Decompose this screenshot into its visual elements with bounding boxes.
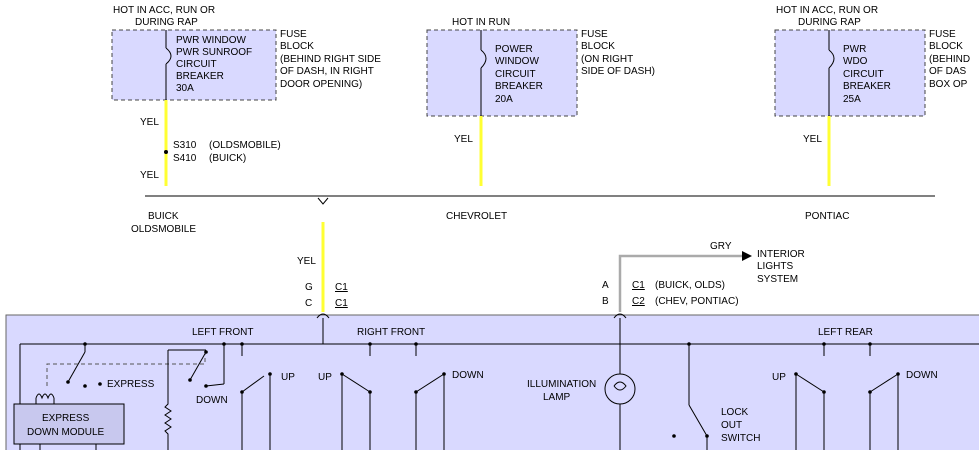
left-front-label: LEFT FRONT xyxy=(192,327,253,338)
interior-lights-line2: LIGHTS xyxy=(757,261,793,272)
left-connector: YEL G C1 C C1 xyxy=(297,222,348,312)
fuse2-breaker-line2: WINDOW xyxy=(495,56,539,67)
fuse3-breaker-line4: BREAKER xyxy=(843,81,891,92)
fuse3-location-line5: BOX OP xyxy=(929,79,968,90)
fuse2-breaker-line1: POWER xyxy=(495,44,533,55)
fuse1-breaker-line2: PWR SUNROOF xyxy=(176,47,252,58)
lockout-line3: SWITCH xyxy=(721,433,760,444)
fuse2-location-line1: FUSE xyxy=(581,29,608,40)
fuse2-location-line4: SIDE OF DASH) xyxy=(581,66,655,77)
fuse1-breaker-line4: BREAKER xyxy=(176,71,224,82)
pin-c: C xyxy=(305,298,312,309)
interior-lights-line3: SYSTEM xyxy=(757,274,798,285)
splice-dot xyxy=(164,150,168,154)
right-front-down-label: DOWN xyxy=(452,370,484,381)
pin-c-conn: C1 xyxy=(335,298,348,309)
right-front-up-label: UP xyxy=(318,372,332,383)
left-front-up-label: UP xyxy=(281,372,295,383)
left-rear-up-label: UP xyxy=(772,372,786,383)
fuse3-box xyxy=(774,29,926,117)
fuse-block-1: HOT IN ACC, RUN OR DURING RAP PWR WINDOW… xyxy=(111,5,381,186)
vehicle-pontiac: PONTIAC xyxy=(805,211,849,222)
fuse-block-3: HOT IN ACC, RUN OR DURING RAP PWR WDO CI… xyxy=(774,5,970,186)
fuse3-wire-color: YEL xyxy=(803,134,822,145)
fuse3-power-line1: HOT IN ACC, RUN OR xyxy=(776,5,878,16)
fuse1-box xyxy=(111,29,277,101)
interior-lights-line1: INTERIOR xyxy=(757,249,805,260)
fuse1-power-line1: HOT IN ACC, RUN OR xyxy=(113,5,215,16)
fuse2-breaker-line3: CIRCUIT xyxy=(495,69,536,80)
fuse1-breaker-line5: 30A xyxy=(176,83,194,94)
fuse3-location-line1: FUSE xyxy=(929,29,956,40)
fuse1-location-line3: (BEHIND RIGHT SIDE xyxy=(280,54,381,65)
fuse3-location-line4: OF DAS xyxy=(929,66,967,77)
pin-a-note: (BUICK, OLDS) xyxy=(655,280,725,291)
splice-s310-note: (OLDSMOBILE) xyxy=(209,140,281,151)
fuse1-wire-color-1: YEL xyxy=(140,117,159,128)
vehicle-chevrolet: CHEVROLET xyxy=(446,211,507,222)
splice-s410: S410 xyxy=(173,153,197,164)
pin-a-conn: C1 xyxy=(632,280,645,291)
left-rear-down-label: DOWN xyxy=(906,370,938,381)
left-front-down-label: DOWN xyxy=(196,395,228,406)
fuse2-location-line2: BLOCK xyxy=(581,41,615,52)
vehicle-selector: BUICK OLDSMOBILE CHEVROLET PONTIAC xyxy=(131,195,935,235)
express-module-line1: EXPRESS xyxy=(42,413,90,424)
fuse2-breaker-line4: BREAKER xyxy=(495,81,543,92)
express-down-module xyxy=(13,403,125,445)
illumination-line2: LAMP xyxy=(543,392,571,403)
gry-wire-color: GRY xyxy=(710,241,732,252)
express-label: EXPRESS xyxy=(107,379,155,390)
lockout-line1: LOCK xyxy=(721,407,749,418)
illumination-line1: ILLUMINATION xyxy=(527,379,596,390)
fuse1-power-line2: DURING RAP xyxy=(135,17,198,28)
left-rear-label: LEFT REAR xyxy=(818,327,873,338)
fuse3-power-line2: DURING RAP xyxy=(798,17,861,28)
right-connector: GRY INTERIOR LIGHTS SYSTEM A C1 (BUICK, … xyxy=(602,241,805,312)
window-switch-module: LEFT FRONT RIGHT FRONT LEFT REAR EXPRESS… xyxy=(5,313,979,450)
pin-b-conn: C2 xyxy=(632,296,645,307)
express-module-line2: DOWN MODULE xyxy=(27,427,105,438)
fuse3-location-line3: (BEHIND xyxy=(929,54,970,65)
fuse3-breaker-line1: PWR xyxy=(843,44,866,55)
fuse1-location-line5: DOOR OPENING) xyxy=(280,79,362,90)
splice-s410-note: (BUICK) xyxy=(209,153,246,164)
fuse2-power-line1: HOT IN RUN xyxy=(452,17,510,28)
arrow-right-icon xyxy=(742,251,752,261)
resistor xyxy=(164,350,172,450)
pin-g-conn: C1 xyxy=(335,282,348,293)
pin-a: A xyxy=(602,280,609,291)
fuse3-breaker-line5: 25A xyxy=(843,94,861,105)
vehicle-buick: BUICK xyxy=(148,211,179,222)
splice-s310: S310 xyxy=(173,140,197,151)
fuse1-location-line2: BLOCK xyxy=(280,41,314,52)
pin-b: B xyxy=(602,296,609,307)
pin-g: G xyxy=(305,282,313,293)
fuse1-location-line1: FUSE xyxy=(280,29,307,40)
lockout-line2: OUT xyxy=(721,420,742,431)
fuse3-location-line2: BLOCK xyxy=(929,41,963,52)
fuse2-wire-color: YEL xyxy=(454,134,473,145)
fuse3-breaker-line3: CIRCUIT xyxy=(843,69,884,80)
right-front-label: RIGHT FRONT xyxy=(357,327,425,338)
fuse2-breaker-line5: 20A xyxy=(495,94,513,105)
fuse1-breaker-line3: CIRCUIT xyxy=(176,59,217,70)
fuse1-wire-color-2: YEL xyxy=(140,170,159,181)
pin-b-note: (CHEV, PONTIAC) xyxy=(655,296,739,307)
module-feed-color: YEL xyxy=(297,256,316,267)
fuse-block-2: HOT IN RUN POWER WINDOW CIRCUIT BREAKER … xyxy=(426,17,655,186)
vehicle-oldsmobile: OLDSMOBILE xyxy=(131,224,196,235)
fuse3-breaker-line2: WDO xyxy=(843,56,868,67)
fuse1-location-line4: OF DASH, IN RIGHT xyxy=(280,66,374,77)
fuse2-box xyxy=(426,29,578,117)
fuse1-breaker-line1: PWR WINDOW xyxy=(176,35,247,46)
fuse2-location-line3: (ON RIGHT xyxy=(581,54,633,65)
gry-wire xyxy=(618,254,744,312)
